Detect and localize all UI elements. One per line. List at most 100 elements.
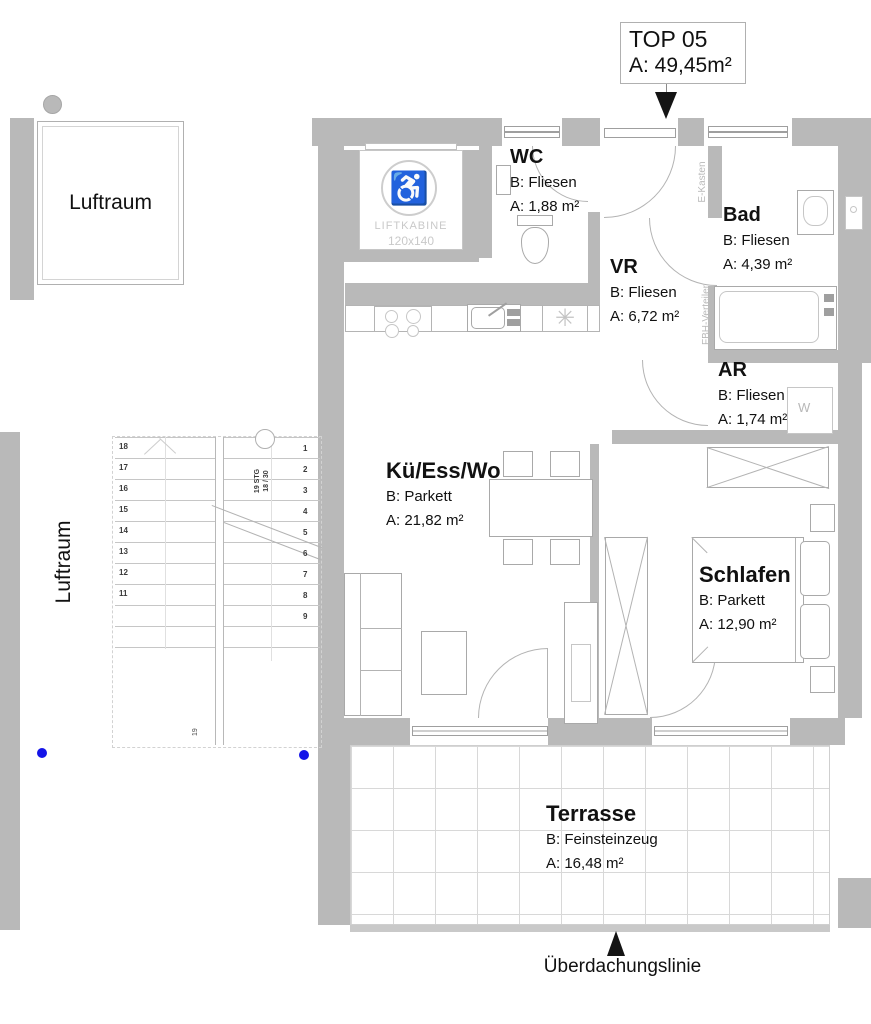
survey-dot <box>299 750 309 760</box>
arrow-up-icon <box>607 931 625 956</box>
sofa-cushion-line <box>360 628 402 629</box>
arrow-down-icon <box>655 92 677 119</box>
pillow <box>800 541 830 596</box>
toilet-tank <box>517 215 553 226</box>
wheelchair-icon: ♿ <box>381 160 437 216</box>
terrace-door-arc <box>478 648 548 718</box>
stove-burner <box>406 309 421 324</box>
room-name: Kü/Ess/Wo <box>386 458 501 483</box>
wall-segment <box>345 283 600 305</box>
chair <box>503 451 533 477</box>
toilet-bowl <box>521 227 549 264</box>
column-marker <box>43 95 62 114</box>
room-area: A: 1,88 m² <box>510 198 580 215</box>
fbh-verteiler-label: FBH-Verteiler <box>700 285 712 346</box>
wall-segment <box>838 878 871 928</box>
room-area: A: 21,82 m² <box>386 512 464 529</box>
step-number: 18 <box>119 442 128 451</box>
lift-size-label: 120x140 <box>387 234 435 248</box>
room-label-terrasse: Terrasse B: Feinsteinzeug A: 16,48 m² <box>546 803 658 879</box>
room-floor: B: Feinsteinzeug <box>546 831 658 848</box>
wall-segment <box>10 118 34 300</box>
lift-label: LIFTKABINE <box>374 219 448 232</box>
wall-segment <box>838 360 862 718</box>
wall-segment <box>318 745 350 925</box>
step-number: 14 <box>119 526 128 535</box>
luftraum-inner-line <box>42 126 179 280</box>
terrace-door-window <box>412 726 548 736</box>
room-label-vr: VR B: Fliesen A: 6,72 m² <box>610 256 679 332</box>
sofa-backrest-line <box>360 573 361 716</box>
stove-burner <box>407 325 419 337</box>
wall-segment <box>318 146 344 745</box>
stair-guide-line <box>165 437 166 649</box>
step-number: 13 <box>119 547 128 556</box>
luftraum-top-label: Luftraum <box>69 191 152 214</box>
lift-shaft-wall <box>463 150 479 256</box>
wc-basin <box>496 165 511 195</box>
callout-leader-line <box>666 84 667 92</box>
room-floor: B: Parkett <box>699 592 765 609</box>
terrace-door-leaf <box>547 648 548 718</box>
stair-flight-right <box>224 437 320 661</box>
dining-table <box>489 479 593 537</box>
stair-outline <box>112 436 322 748</box>
sofa-cushion-line <box>360 670 402 671</box>
room-area: A: 1,74 m² <box>718 411 788 428</box>
wall-segment <box>708 350 871 363</box>
wall-segment <box>0 432 20 930</box>
bedroom-window <box>654 726 788 736</box>
room-name: AR <box>718 359 747 381</box>
terrace-tiles <box>350 745 830 925</box>
valve-icon <box>850 206 857 213</box>
pillow <box>800 604 830 659</box>
room-area: A: 12,90 m² <box>699 616 777 633</box>
room-name: Schlafen <box>699 562 791 587</box>
luftraum-left-label: Luftraum <box>52 520 75 604</box>
unit-name: TOP 05 <box>629 26 708 52</box>
nightstand <box>810 504 835 532</box>
unit-callout-box: TOP 05 A: 49,45m² <box>620 22 746 84</box>
step-number: 15 <box>119 505 128 514</box>
entrance-door-leaf <box>604 128 676 138</box>
sink-drainer <box>507 319 520 326</box>
stove <box>374 306 432 332</box>
e-kasten-label: E-Kasten <box>696 161 708 203</box>
survey-dot <box>37 748 47 758</box>
sink-drainer <box>507 309 520 316</box>
lift-shaft-wall <box>343 250 479 262</box>
room-name: Terrasse <box>546 801 637 826</box>
canopy-edge-band <box>350 924 830 932</box>
window <box>708 126 788 138</box>
coffee-table <box>421 631 467 695</box>
step-number: 4 <box>303 507 308 516</box>
step-number: 5 <box>303 528 308 537</box>
room-label-kuesswo: Kü/Ess/Wo B: Parkett A: 21,82 m² <box>386 460 501 536</box>
wheelchair-glyph: ♿ <box>389 170 429 206</box>
step-number: 6 <box>303 549 308 558</box>
room-area: A: 16,48 m² <box>546 855 624 872</box>
step-number: 3 <box>303 486 308 495</box>
wall-segment <box>479 146 492 258</box>
stair-middle-wall <box>215 437 224 745</box>
step-number: 12 <box>119 568 128 577</box>
bed <box>692 537 804 663</box>
luftraum-top-box: Luftraum <box>37 121 184 285</box>
room-name: VR <box>610 256 638 278</box>
chair <box>503 539 533 565</box>
wall-segment <box>838 146 871 360</box>
room-area: A: 6,72 m² <box>610 308 680 325</box>
room-label-schlafen: Schlafen B: Parkett A: 12,90 m² <box>699 564 791 640</box>
wall-segment <box>344 718 410 745</box>
unit-area: A: 49,45m² <box>629 54 732 77</box>
room-floor: B: Fliesen <box>610 284 677 301</box>
room-name: WC <box>510 146 544 168</box>
appliance-star-icon: ✳ <box>542 305 588 332</box>
stair-guide-line <box>271 437 272 661</box>
step-number: 2 <box>303 465 308 474</box>
room-label-wc: WC B: Fliesen A: 1,88 m² <box>510 146 579 222</box>
roof-line-label: Überdachungslinie <box>543 956 702 977</box>
bed-head-line <box>795 538 796 662</box>
tv-board-inner <box>571 644 591 702</box>
